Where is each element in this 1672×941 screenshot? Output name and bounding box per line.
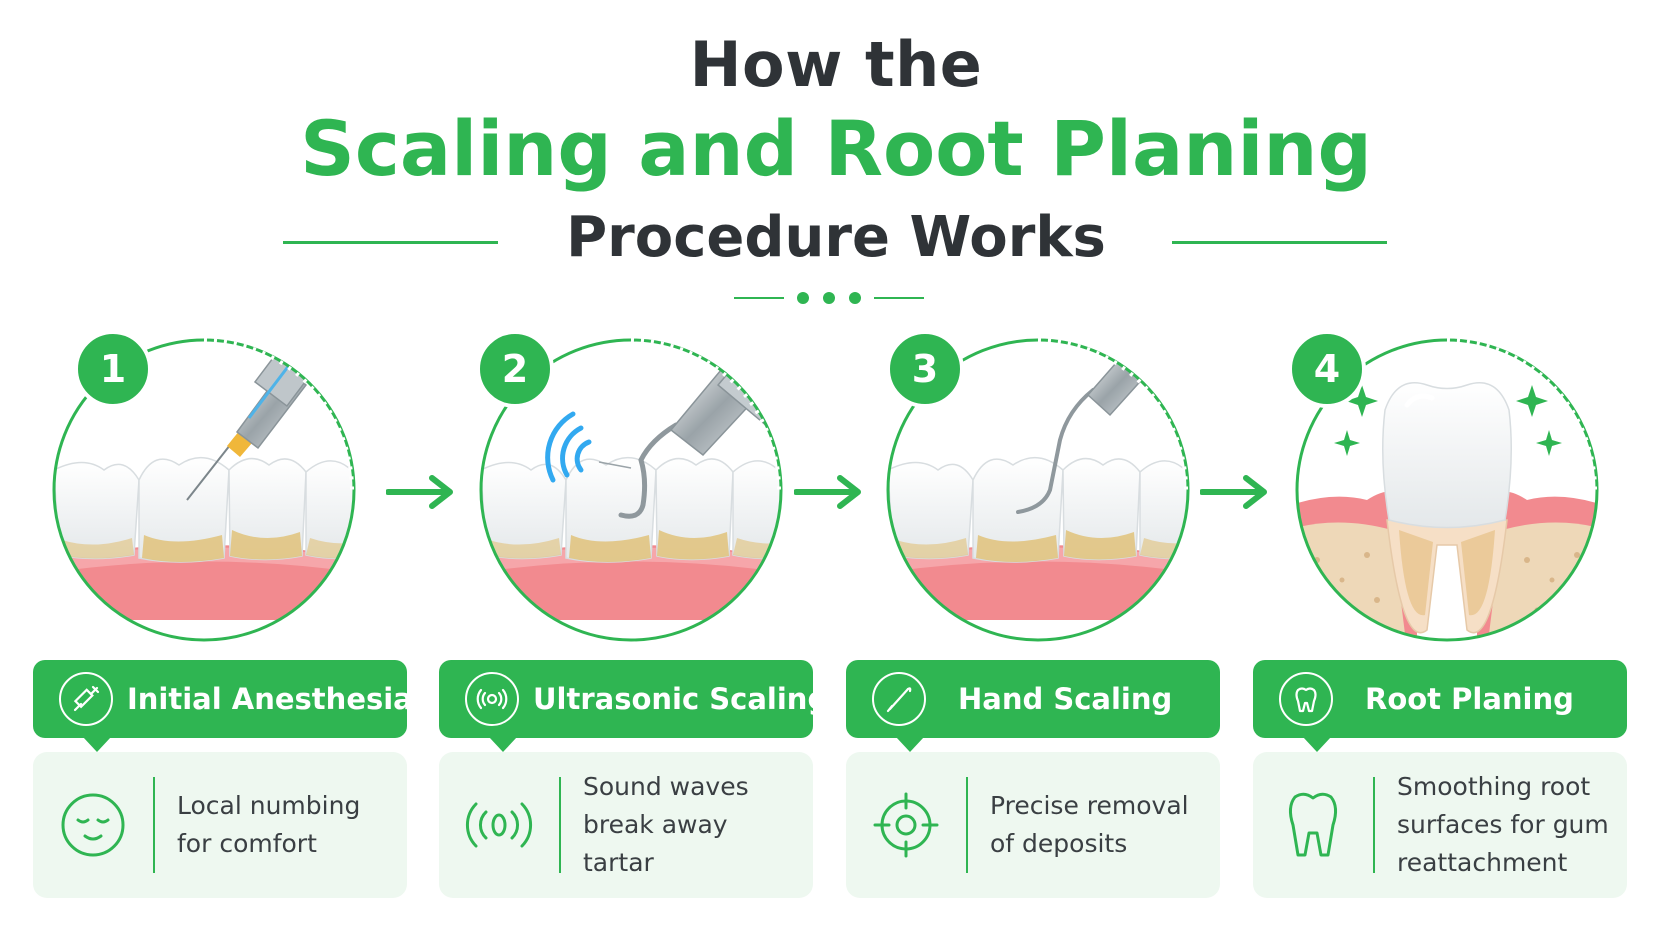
step-2-title-bar: Ultrasonic Scaling <box>439 660 828 752</box>
step-2-title: Ultrasonic Scaling <box>533 682 829 716</box>
card-divider <box>1373 777 1375 873</box>
title-rule-left <box>283 241 498 244</box>
step-3-title: Hand Scaling <box>958 682 1173 716</box>
step-1-title: Initial Anesthesia <box>127 682 413 716</box>
divider-dot <box>823 292 835 304</box>
step-1-number-badge: 1 <box>74 330 152 408</box>
syringe-icon <box>59 672 113 726</box>
arrow-right-icon <box>794 475 861 509</box>
title-line-1: How the <box>689 28 983 101</box>
step-4-title: Root Planing <box>1365 682 1574 716</box>
card-divider <box>966 777 968 873</box>
curette-icon <box>872 672 926 726</box>
step-4-number-badge: 4 <box>1288 330 1366 408</box>
title-line-3: Procedure Works <box>566 205 1106 270</box>
step-4-description: Smoothing root surfaces for gum reattach… <box>1397 772 1609 877</box>
step-4-title-bar: Root Planing <box>1253 660 1627 752</box>
step-2-description: Sound waves break away tartar <box>583 772 749 877</box>
card-divider <box>153 777 155 873</box>
divider-dot <box>849 292 861 304</box>
step-2-number-badge: 2 <box>476 330 554 408</box>
step-1-title-bar: Initial Anesthesia <box>33 660 413 752</box>
step-4-description-card: Smoothing root surfaces for gum reattach… <box>1253 752 1627 898</box>
step-3-title-bar: Hand Scaling <box>846 660 1220 752</box>
target-crosshair-icon <box>846 790 966 860</box>
tooth-outline-icon <box>1253 789 1373 861</box>
relaxed-face-icon <box>33 790 153 860</box>
sound-waves-icon <box>439 790 559 860</box>
step-3-description-card: Precise removal of deposits <box>846 752 1220 898</box>
divider-dot <box>797 292 809 304</box>
title-line-2: Scaling and Root Planing <box>300 104 1372 193</box>
title-rule-right <box>1172 241 1387 244</box>
step-1-description: Local numbing for comfort <box>177 791 361 858</box>
ultrasonic-icon <box>465 672 519 726</box>
tooth-icon <box>1279 672 1333 726</box>
step-1-illustration <box>44 330 364 650</box>
divider-line-right <box>874 297 924 299</box>
arrow-right-icon <box>386 475 453 509</box>
step-4-illustration <box>1287 330 1607 650</box>
card-divider <box>559 777 561 873</box>
step-2-description-card: Sound waves break away tartar <box>439 752 813 898</box>
divider-line-left <box>734 297 784 299</box>
step-1-description-card: Local numbing for comfort <box>33 752 407 898</box>
arrow-right-icon <box>1200 475 1267 509</box>
step-3-description: Precise removal of deposits <box>990 791 1189 858</box>
step-3-number-badge: 3 <box>886 330 964 408</box>
